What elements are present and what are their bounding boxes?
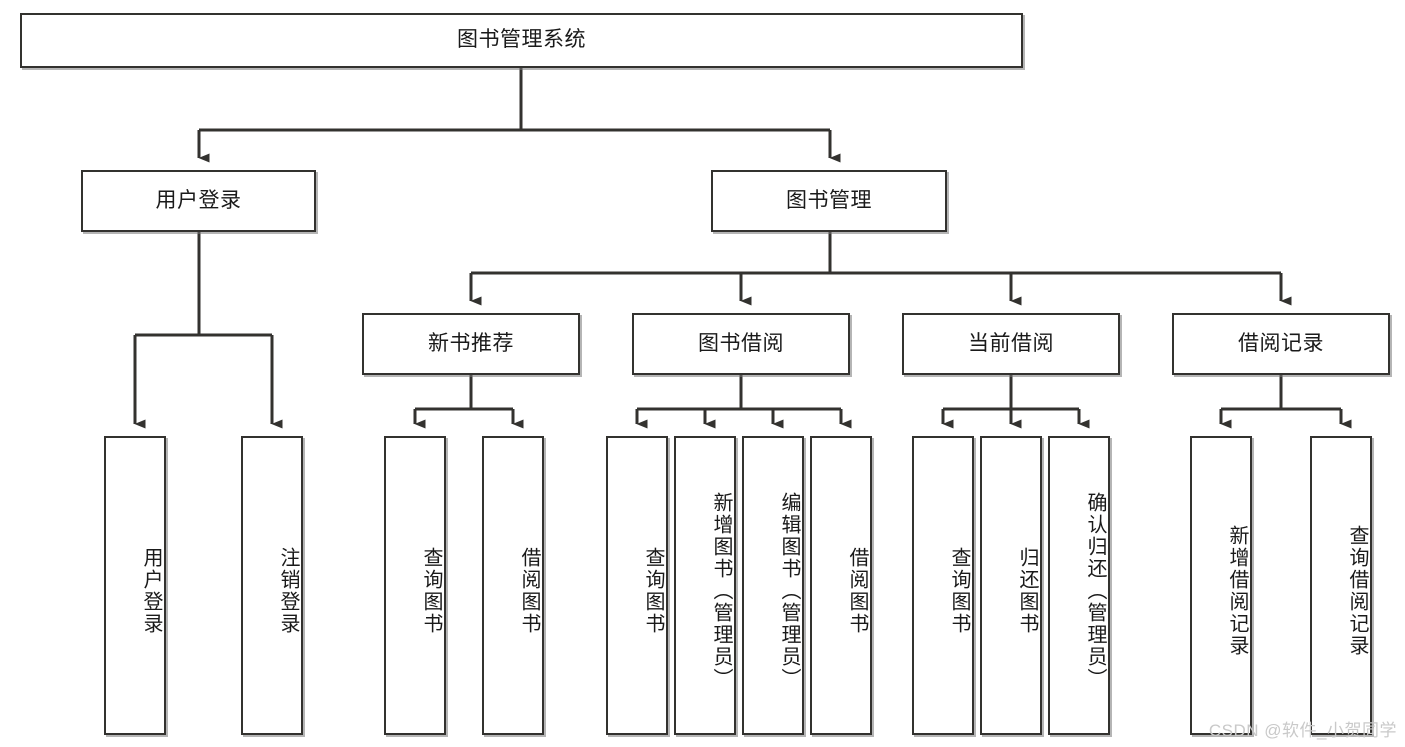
leaf-query-book-recommend-label: 查询图书 <box>420 546 442 635</box>
leaf-confirm-return-admin[interactable]: 确认归还（管理员） <box>1048 436 1110 735</box>
leaf-add-borrow-record-label: 新增借阅记录 <box>1226 524 1248 657</box>
leaf-query-book-label: 查询图书 <box>642 546 664 635</box>
leaf-query-book-current-label: 查询图书 <box>948 546 970 635</box>
node-book-borrow[interactable]: 图书借阅 <box>632 313 850 375</box>
leaf-return-book[interactable]: 归还图书 <box>980 436 1042 735</box>
node-borrow-record-label: 借阅记录 <box>1238 331 1324 355</box>
node-new-book-recommend-label: 新书推荐 <box>428 331 514 355</box>
node-borrow-record[interactable]: 借阅记录 <box>1172 313 1390 375</box>
leaf-edit-book-admin-label: 编辑图书（管理员） <box>778 491 800 690</box>
node-book-management[interactable]: 图书管理 <box>711 170 947 232</box>
node-new-book-recommend[interactable]: 新书推荐 <box>362 313 580 375</box>
leaf-edit-book-admin[interactable]: 编辑图书（管理员） <box>742 436 804 735</box>
node-user-login-label: 用户登录 <box>155 188 242 212</box>
csdn-watermark: CSDN @软件_小贺同学 <box>1208 721 1397 740</box>
leaf-query-book[interactable]: 查询图书 <box>606 436 668 735</box>
node-book-borrow-label: 图书借阅 <box>698 331 784 355</box>
leaf-borrow-book-label: 借阅图书 <box>846 546 868 635</box>
leaf-query-borrow-record[interactable]: 查询借阅记录 <box>1310 436 1372 735</box>
leaf-user-login[interactable]: 用户登录 <box>104 436 166 735</box>
leaf-user-login-label: 用户登录 <box>140 546 162 635</box>
leaf-query-book-recommend[interactable]: 查询图书 <box>384 436 446 735</box>
leaf-borrow-book[interactable]: 借阅图书 <box>810 436 872 735</box>
leaf-confirm-return-admin-label: 确认归还（管理员） <box>1084 491 1106 690</box>
node-current-borrow[interactable]: 当前借阅 <box>902 313 1120 375</box>
leaf-borrow-book-recommend-label: 借阅图书 <box>518 546 540 635</box>
leaf-return-book-label: 归还图书 <box>1016 546 1038 635</box>
leaf-query-book-current[interactable]: 查询图书 <box>912 436 974 735</box>
leaf-add-book-admin-label: 新增图书（管理员） <box>710 491 732 690</box>
leaf-add-borrow-record[interactable]: 新增借阅记录 <box>1190 436 1252 735</box>
node-current-borrow-label: 当前借阅 <box>968 331 1054 355</box>
leaf-add-book-admin[interactable]: 新增图书（管理员） <box>674 436 736 735</box>
node-root-label: 图书管理系统 <box>457 28 586 52</box>
leaf-borrow-book-recommend[interactable]: 借阅图书 <box>482 436 544 735</box>
node-root[interactable]: 图书管理系统 <box>20 13 1023 68</box>
leaf-query-borrow-record-label: 查询借阅记录 <box>1346 524 1368 657</box>
node-book-management-label: 图书管理 <box>786 188 872 212</box>
leaf-logout[interactable]: 注销登录 <box>241 436 303 735</box>
node-user-login[interactable]: 用户登录 <box>81 170 316 232</box>
leaf-logout-label: 注销登录 <box>277 546 299 635</box>
